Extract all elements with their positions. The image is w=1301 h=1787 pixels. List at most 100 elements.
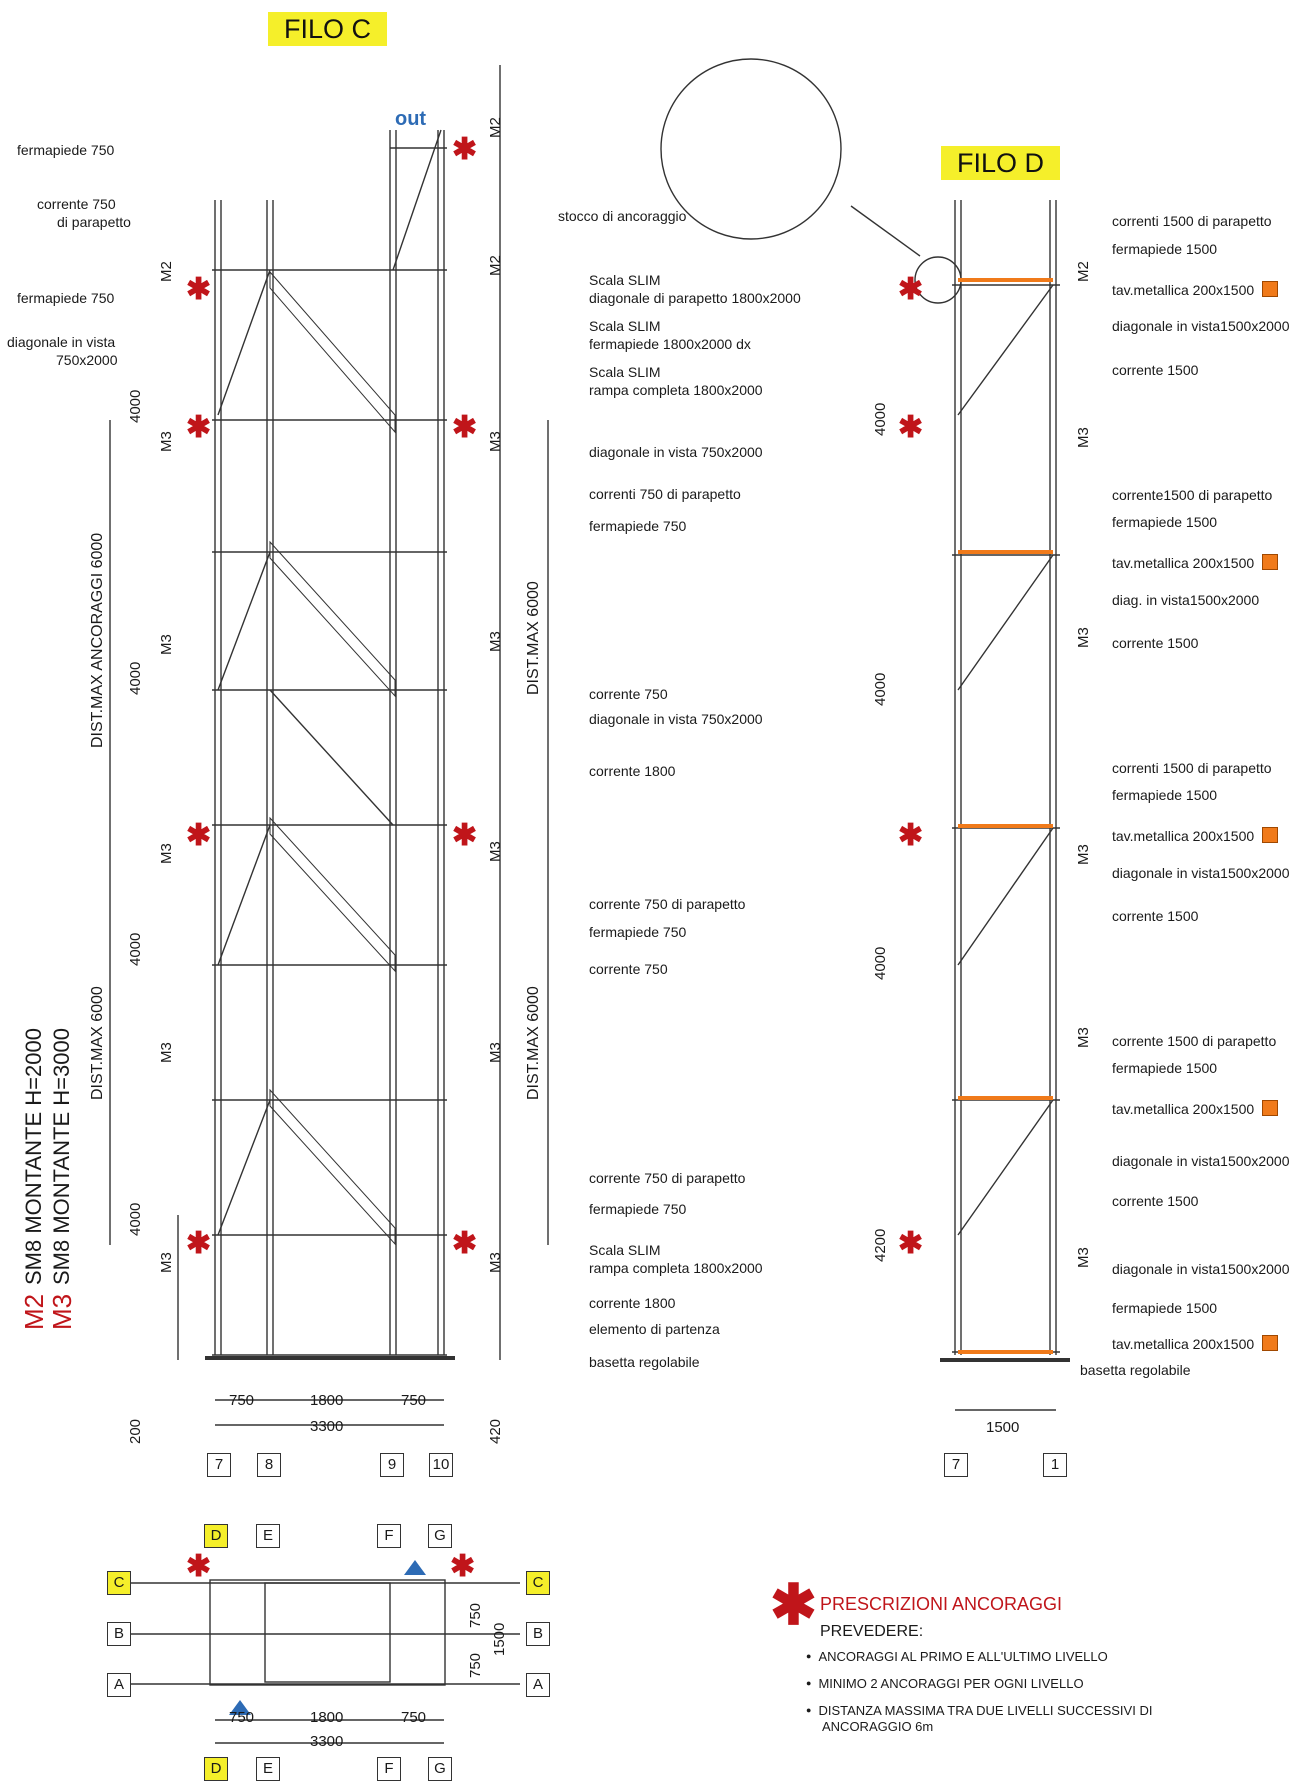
prescription-item-1: ANCORAGGI AL PRIMO E ALL'ULTIMO LIVELLO xyxy=(806,1649,1107,1664)
level-mark-left-4: M3 xyxy=(158,843,175,864)
legend-m3-code: M3 xyxy=(47,1293,77,1330)
filo-d-label-3: tav.metallica 200x1500 xyxy=(1112,281,1279,298)
prescription-subtitle: PREVEDERE: xyxy=(820,1623,924,1640)
filo-d-label-5: corrente 1500 xyxy=(1112,362,1199,378)
right-label-15: corrente 750 xyxy=(589,961,668,977)
filo-d-label-18: tav.metallica 200x1500 xyxy=(1112,1100,1279,1117)
right-label-17: fermapiede 750 xyxy=(589,1201,687,1217)
filo-d-level-right-3: M3 xyxy=(1075,844,1092,865)
anchor-star-icon: ✱ xyxy=(186,1550,212,1583)
prescription-star-icon: ✱ xyxy=(770,1573,817,1636)
filo-d-level-right-4: M3 xyxy=(1075,1027,1092,1048)
right-label-12: corrente 1800 xyxy=(589,763,676,779)
plan-left-b: B xyxy=(107,1622,131,1646)
out-label: out xyxy=(395,108,427,130)
filo-d-height-4: 4200 xyxy=(872,1228,889,1262)
anchor-star-icon: ✱ xyxy=(186,273,212,306)
plan-bottom-g: G xyxy=(428,1757,452,1781)
filo-d-label-15: corrente 1500 xyxy=(1112,908,1199,924)
legend-m3-text: SM8 MONTANTE H=3000 xyxy=(49,1028,74,1285)
level-mark-left-2: M3 xyxy=(158,431,175,452)
right-label-10: corrente 750 xyxy=(589,686,668,702)
axis-box-8: 8 xyxy=(257,1453,281,1477)
filo-d-height-3: 4000 xyxy=(872,946,889,980)
prescription-item-4: ANCORAGGIO 6m xyxy=(822,1719,934,1734)
filo-d-level-right-2: M3 xyxy=(1075,627,1092,648)
plan-dim-y-2: 750 xyxy=(467,1652,484,1678)
filo-d-height-2: 4000 xyxy=(872,672,889,706)
filo-d-label-24: basetta regolabile xyxy=(1080,1362,1191,1378)
filo-d-width: 1500 xyxy=(986,1419,1020,1436)
plan-top-f: F xyxy=(377,1524,401,1548)
plan-left-a: A xyxy=(107,1673,131,1697)
filo-d-label-19: diagonale in vista1500x2000 xyxy=(1112,1153,1290,1169)
filo-d-label-10: corrente 1500 xyxy=(1112,635,1199,651)
right-label-3: Scala SLIM xyxy=(589,318,661,334)
filo-d-label-11: correnti 1500 di parapetto xyxy=(1112,760,1272,776)
plank-color-icon xyxy=(1262,281,1279,297)
level-mark-left-3: M3 xyxy=(158,634,175,655)
right-label-7: diagonale in vista 750x2000 xyxy=(589,444,763,460)
height-left-1: 4000 xyxy=(127,389,144,423)
width-left: 750 xyxy=(229,1392,255,1409)
level-mark-left-6: M3 xyxy=(158,1252,175,1273)
prescription-item-3: DISTANZA MASSIMA TRA DUE LIVELLI SUCCESS… xyxy=(806,1703,1152,1718)
plank-color-icon xyxy=(1262,1100,1279,1116)
level-mark-right-2: M2 xyxy=(487,255,504,276)
left-label-4: fermapiede 750 xyxy=(17,290,115,306)
level-mark-right-7: M3 xyxy=(487,1252,504,1273)
plan-right-b: B xyxy=(526,1622,550,1646)
right-label-8: correnti 750 di parapetto xyxy=(589,486,741,502)
dist-left-2: DIST.MAX 6000 xyxy=(89,986,106,1100)
plan-dim-x-3: 750 xyxy=(401,1709,427,1726)
right-label-22: basetta regolabile xyxy=(589,1354,700,1370)
anchor-star-icon: ✱ xyxy=(186,411,212,444)
axis-box-10: 10 xyxy=(429,1453,453,1477)
level-mark-right-4: M3 xyxy=(487,631,504,652)
axis-box-7: 7 xyxy=(207,1453,231,1477)
filo-d-level-right-1: M3 xyxy=(1075,427,1092,448)
filo-d-label-23: tav.metallica 200x1500 xyxy=(1112,1335,1279,1352)
filo-d-label-17: fermapiede 1500 xyxy=(1112,1060,1218,1076)
anchor-star-icon: ✱ xyxy=(452,411,478,444)
plan-dim-y-total: 1500 xyxy=(491,1622,508,1656)
width-middle: 1800 xyxy=(310,1392,344,1409)
level-mark-left-1: M2 xyxy=(158,261,175,282)
filo-d-label-9: diag. in vista1500x2000 xyxy=(1112,592,1260,608)
filo-d-label-22: fermapiede 1500 xyxy=(1112,1300,1218,1316)
width-total: 3300 xyxy=(310,1418,344,1435)
anchor-star-icon: ✱ xyxy=(452,133,478,166)
right-label-1: Scala SLIM xyxy=(589,272,661,288)
anchor-star-icon: ✱ xyxy=(186,1227,212,1260)
filo-d-height-1: 4000 xyxy=(872,402,889,436)
filo-d-label-13: tav.metallica 200x1500 xyxy=(1112,827,1279,844)
anchor-star-icon: ✱ xyxy=(452,819,478,852)
anchor-star-icon: ✱ xyxy=(898,411,924,444)
prescription-title: PRESCRIZIONI ANCORAGGI xyxy=(820,1594,1063,1614)
height-left-2: 4000 xyxy=(127,661,144,695)
axis-box-9: 9 xyxy=(380,1453,404,1477)
right-label-14: fermapiede 750 xyxy=(589,924,687,940)
anchor-star-icon: ✱ xyxy=(186,819,212,852)
filo-d-label-8: tav.metallica 200x1500 xyxy=(1112,554,1279,571)
filo-d-level-right-5: M3 xyxy=(1075,1247,1092,1268)
base-left: 200 xyxy=(127,1418,144,1444)
right-label-6: rampa completa 1800x2000 xyxy=(589,382,763,398)
filo-d-label-7: fermapiede 1500 xyxy=(1112,514,1218,530)
anchor-star-icon: ✱ xyxy=(898,273,924,306)
anchor-star-icon: ✱ xyxy=(452,1227,478,1260)
filo-d-label-16: corrente 1500 di parapetto xyxy=(1112,1033,1277,1049)
filo-d-label-1: correnti 1500 di parapetto xyxy=(1112,213,1272,229)
plan-right-a: A xyxy=(526,1673,550,1697)
height-left-3: 4000 xyxy=(127,932,144,966)
plan-dim-y-1: 750 xyxy=(467,1602,484,1628)
plan-top-e: E xyxy=(256,1524,280,1548)
right-label-21: elemento di partenza xyxy=(589,1321,720,1337)
level-mark-left-5: M3 xyxy=(158,1042,175,1063)
plan-top-g: G xyxy=(428,1524,452,1548)
filo-d-axis-7: 7 xyxy=(944,1453,968,1477)
level-mark-right-1: M2 xyxy=(487,117,504,138)
plan-dim-x-total: 3300 xyxy=(310,1733,344,1750)
level-mark-right-5: M3 xyxy=(487,841,504,862)
plank-color-icon xyxy=(1262,1335,1279,1351)
